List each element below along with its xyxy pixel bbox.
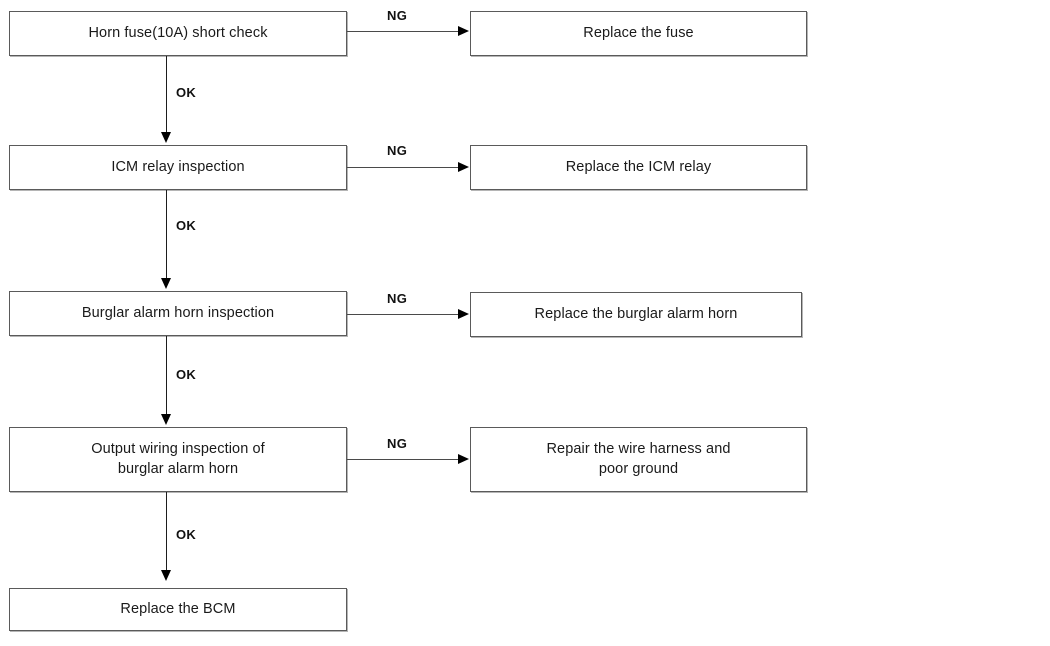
connector-ng-2 bbox=[347, 167, 459, 168]
arrowhead-ng-4 bbox=[458, 453, 469, 464]
edge-label-ok-4: OK bbox=[176, 527, 197, 542]
arrowhead-ok-3 bbox=[161, 414, 171, 425]
node-action-repair-wire-harness[interactable]: Repair the wire harness and poor ground bbox=[470, 427, 807, 492]
connector-ok-1 bbox=[166, 56, 167, 134]
node-action-replace-fuse[interactable]: Replace the fuse bbox=[470, 11, 807, 56]
connector-ok-3 bbox=[166, 336, 167, 416]
arrowhead-ng-3 bbox=[458, 308, 469, 319]
edge-label-ng-3: NG bbox=[387, 291, 408, 306]
edge-label-ok-3: OK bbox=[176, 367, 197, 382]
connector-ng-3 bbox=[347, 314, 459, 315]
node-check-icm-relay[interactable]: ICM relay inspection bbox=[9, 145, 347, 190]
node-action-replace-burglar-alarm-horn[interactable]: Replace the burglar alarm horn bbox=[470, 292, 802, 337]
edge-label-ng-1: NG bbox=[387, 8, 408, 23]
node-check-burglar-alarm-horn[interactable]: Burglar alarm horn inspection bbox=[9, 291, 347, 336]
node-label: Repair the wire harness and poor ground bbox=[546, 440, 731, 477]
edge-label-ng-2: NG bbox=[387, 143, 408, 158]
node-label: ICM relay inspection bbox=[111, 158, 245, 175]
node-label: Horn fuse(10A) short check bbox=[88, 24, 268, 41]
node-label: Burglar alarm horn inspection bbox=[81, 304, 275, 321]
arrowhead-ng-2 bbox=[458, 161, 469, 172]
node-label: Output wiring inspection of burglar alar… bbox=[91, 440, 265, 477]
node-check-horn-fuse[interactable]: Horn fuse(10A) short check bbox=[9, 11, 347, 56]
node-action-replace-bcm[interactable]: Replace the BCM bbox=[9, 588, 347, 631]
connector-ok-2 bbox=[166, 190, 167, 280]
arrowhead-ok-2 bbox=[161, 278, 171, 289]
edge-label-ok-2: OK bbox=[176, 218, 197, 233]
node-label: Replace the BCM bbox=[120, 600, 236, 617]
connector-ng-1 bbox=[347, 31, 459, 32]
node-label: Replace the ICM relay bbox=[565, 158, 712, 175]
connector-ok-4 bbox=[166, 492, 167, 572]
arrowhead-ng-1 bbox=[458, 25, 469, 36]
edge-label-ok-1: OK bbox=[176, 85, 197, 100]
node-label: Replace the burglar alarm horn bbox=[534, 305, 738, 322]
edge-label-ng-4: NG bbox=[387, 436, 408, 451]
node-check-output-wiring[interactable]: Output wiring inspection of burglar alar… bbox=[9, 427, 347, 492]
arrowhead-ok-1 bbox=[161, 132, 171, 143]
arrowhead-ok-4 bbox=[161, 570, 171, 581]
connector-ng-4 bbox=[347, 459, 459, 460]
node-action-replace-icm-relay[interactable]: Replace the ICM relay bbox=[470, 145, 807, 190]
node-label: Replace the fuse bbox=[583, 24, 694, 41]
